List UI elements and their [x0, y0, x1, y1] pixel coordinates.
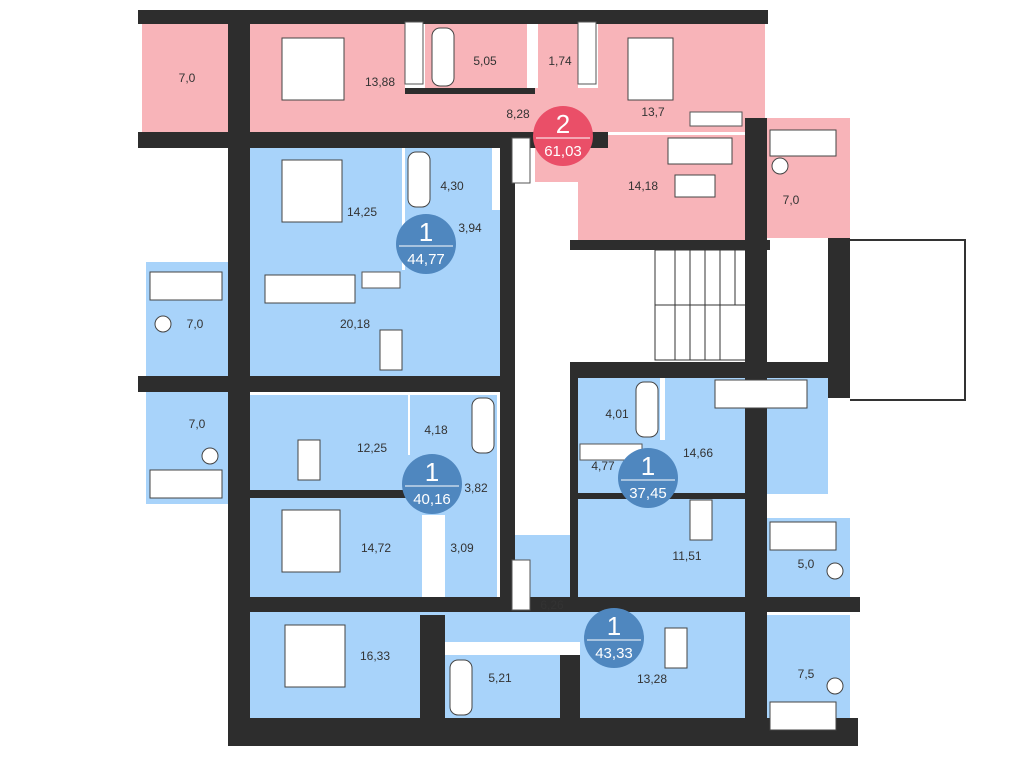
- area-label: 5,0: [798, 557, 815, 571]
- area-label: 6,26: [540, 598, 564, 612]
- apartment-badge[interactable]: 1 40,16: [402, 454, 462, 514]
- rooms-count: 1: [607, 611, 621, 641]
- area-label: 4,01: [605, 407, 629, 421]
- area-label: 7,0: [189, 417, 206, 431]
- area-label: 13,88: [365, 75, 395, 89]
- badge-circle: [396, 214, 456, 274]
- area-label: 7,0: [783, 193, 800, 207]
- apartment-badge[interactable]: 1 43,33: [584, 608, 644, 668]
- total-area: 40,16: [413, 491, 451, 508]
- total-area: 61,03: [544, 143, 582, 160]
- table-icon: [689, 499, 713, 541]
- badge-circle: [618, 448, 678, 508]
- bathtub-icon: [431, 27, 455, 87]
- radiator-icon: [361, 271, 401, 289]
- area-label: 1,74: [548, 54, 572, 68]
- radiator-icon: [577, 21, 597, 85]
- chair-icon: [826, 562, 844, 580]
- area-label: 13,28: [637, 672, 667, 686]
- bathtub-icon: [449, 659, 473, 716]
- sofa-icon: [667, 137, 733, 165]
- chair-icon: [826, 677, 844, 695]
- total-area: 43,33: [595, 645, 633, 662]
- apartment-badge[interactable]: 1 37,45: [618, 448, 678, 508]
- rooms-count: 1: [425, 457, 439, 487]
- sofa-icon: [769, 521, 837, 551]
- area-label: 3,09: [450, 541, 474, 555]
- total-area: 37,45: [629, 485, 667, 502]
- kitchen: [250, 395, 408, 493]
- area-label: 4,18: [424, 423, 448, 437]
- bed-icon: [281, 37, 345, 101]
- area-label: 4,77: [591, 459, 615, 473]
- area-label: 14,25: [347, 205, 377, 219]
- radiator-icon: [511, 137, 531, 184]
- area-label: 11,51: [672, 549, 701, 563]
- area-label: 4,30: [440, 179, 464, 193]
- area-label: 3,82: [464, 481, 488, 495]
- area-label: 13,7: [641, 105, 665, 119]
- chair-icon: [771, 157, 789, 175]
- sofa-icon: [149, 271, 223, 301]
- balcony: [142, 22, 228, 140]
- rooms-count: 1: [419, 217, 433, 247]
- area-label: 14,66: [683, 446, 713, 460]
- area-label: 7,0: [187, 317, 204, 331]
- badge-circle: [533, 106, 593, 166]
- rooms-count: 2: [556, 109, 570, 139]
- chair-icon: [201, 447, 219, 465]
- area-label: 16,33: [360, 649, 390, 663]
- badge-circle: [584, 608, 644, 668]
- apartment-badge[interactable]: 2 61,03: [533, 106, 593, 166]
- wardrobe: [445, 515, 497, 597]
- bathtub-icon: [471, 397, 495, 454]
- sofa-icon: [264, 274, 356, 304]
- furniture: [149, 21, 844, 731]
- bed-icon: [281, 509, 341, 573]
- radiator-icon: [404, 21, 424, 85]
- area-label: 7,5: [798, 667, 815, 681]
- area-label: 8,28: [506, 107, 530, 121]
- table-icon: [297, 439, 321, 481]
- bed-icon: [284, 624, 346, 688]
- area-label: 3,94: [458, 221, 482, 235]
- area-label: 20,18: [340, 317, 370, 331]
- apartment-badge[interactable]: 1 44,77: [396, 214, 456, 274]
- area-label: 14,72: [361, 541, 391, 555]
- area-label: 5,05: [473, 54, 497, 68]
- area-label: 5,21: [488, 671, 512, 685]
- chair-icon: [154, 315, 172, 333]
- table-icon: [664, 627, 688, 669]
- area-label: 14,18: [628, 179, 658, 193]
- bathtub-icon: [635, 381, 659, 438]
- sofa-icon: [769, 701, 837, 731]
- radiator-icon: [689, 111, 743, 127]
- radiator-icon: [511, 559, 531, 611]
- bed-icon: [281, 159, 343, 223]
- toilet: [538, 22, 578, 90]
- area-label: 12,25: [357, 441, 387, 455]
- sofa-icon: [149, 469, 223, 499]
- table-icon: [379, 329, 403, 371]
- bathtub-icon: [407, 151, 431, 208]
- area-label: 7,0: [179, 71, 196, 85]
- bed-icon: [627, 37, 674, 101]
- badge-circle: [402, 454, 462, 514]
- rooms-count: 1: [641, 451, 655, 481]
- room-labels: 7,0 13,88 5,05 1,74 8,28 13,7 14,18 7,0 …: [179, 54, 815, 686]
- table-icon: [674, 174, 716, 198]
- sofa-icon: [714, 379, 808, 409]
- sofa-icon: [769, 129, 837, 157]
- apartment-2-room[interactable]: [142, 22, 850, 241]
- total-area: 44,77: [407, 251, 445, 268]
- kitchen: [578, 497, 745, 597]
